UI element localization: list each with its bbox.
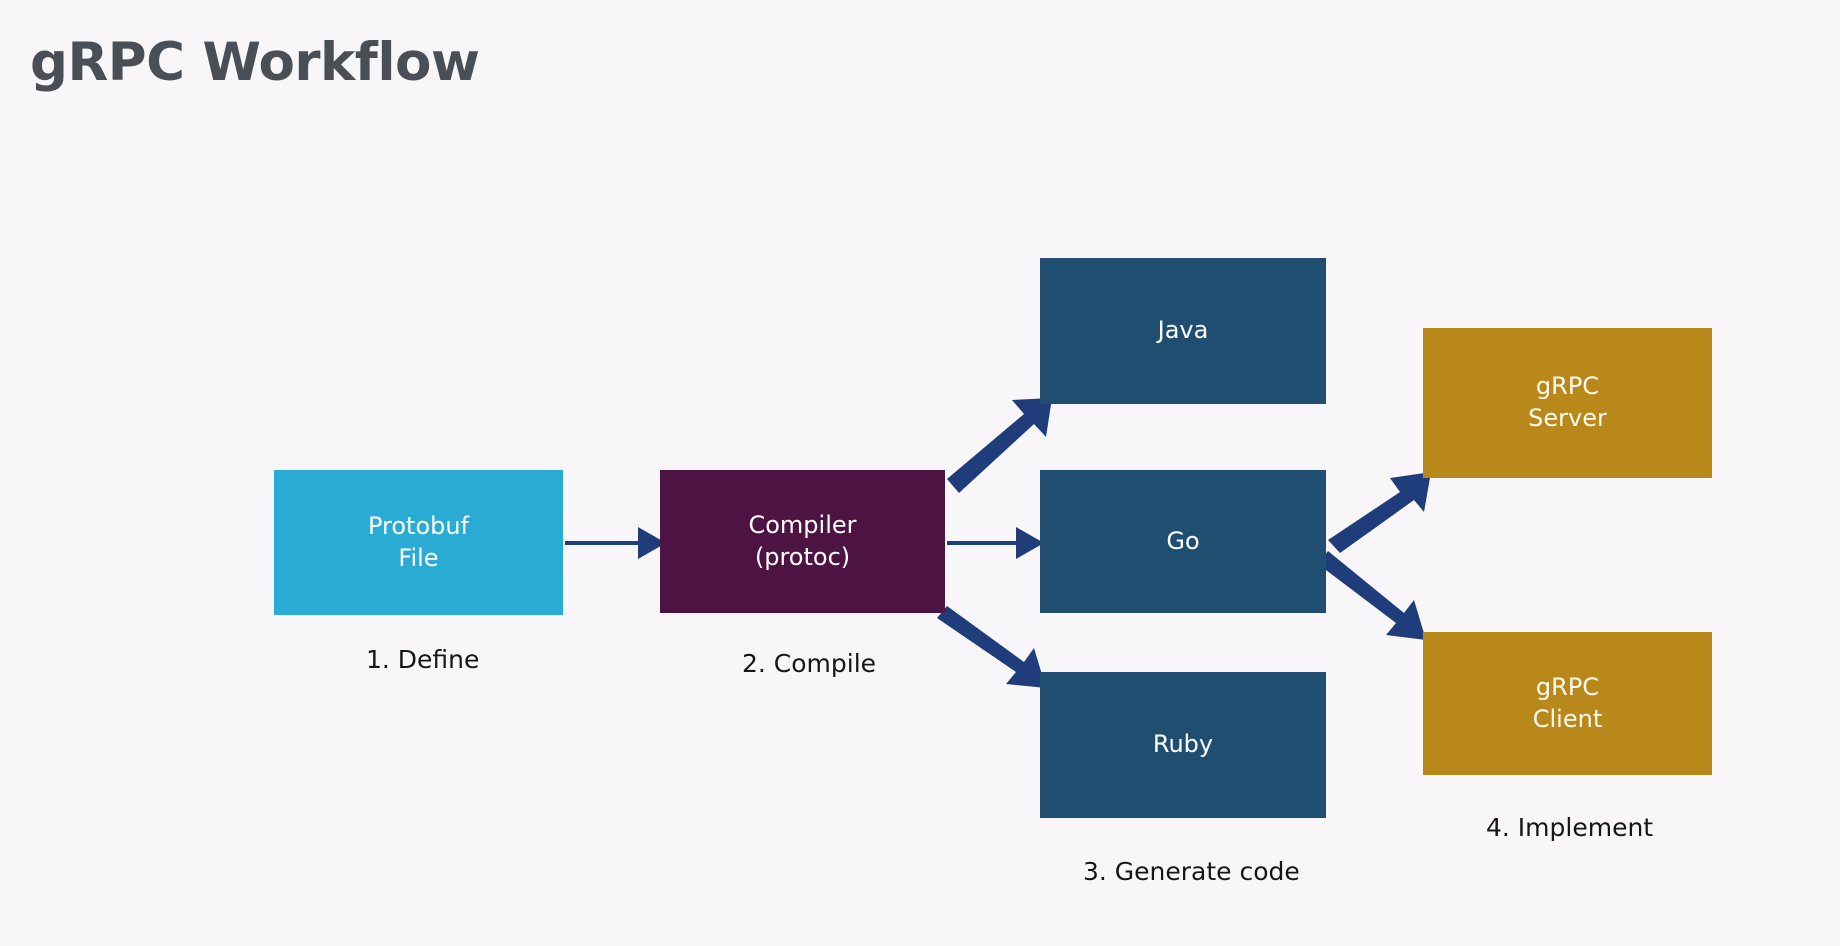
- arrow-compiler-to-ruby: [937, 606, 1046, 688]
- node-go[interactable]: Go: [1040, 470, 1326, 613]
- step-label-2-compile: 2. Compile: [742, 649, 877, 678]
- arrow-compiler-to-java: [947, 398, 1052, 493]
- step-label-4-implement: 4. Implement: [1486, 813, 1654, 842]
- step-label-3-generate-code: 3. Generate code: [1083, 857, 1300, 886]
- arrow-protobuf-to-compiler: [565, 527, 666, 559]
- page-title: gRPC Workflow: [30, 32, 480, 93]
- arrow-go-to-client: [1318, 551, 1426, 640]
- node-java[interactable]: Java: [1040, 258, 1326, 404]
- step-label-1-define: 1. Define: [366, 645, 480, 674]
- arrow-compiler-to-go: [947, 527, 1044, 559]
- node-grpc-client[interactable]: gRPC Client: [1423, 632, 1712, 775]
- node-grpc-server[interactable]: gRPC Server: [1423, 328, 1712, 478]
- node-ruby[interactable]: Ruby: [1040, 672, 1326, 818]
- node-compiler-protoc[interactable]: Compiler (protoc): [660, 470, 945, 613]
- arrow-go-to-server: [1328, 472, 1431, 553]
- node-protobuf-file[interactable]: Protobuf File: [274, 470, 563, 615]
